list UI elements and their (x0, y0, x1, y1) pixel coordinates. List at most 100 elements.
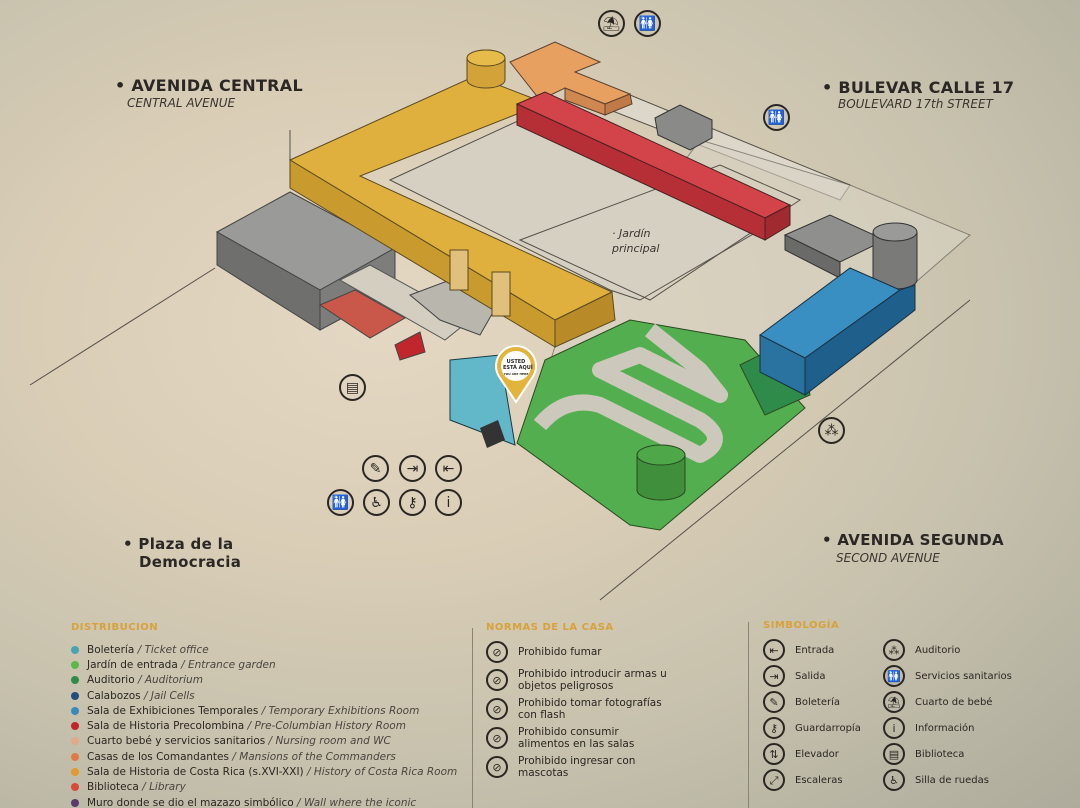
ticket-icon: ✎ (362, 455, 389, 482)
separator: / (244, 720, 255, 733)
divider (748, 622, 749, 808)
legend-item-es: Biblioteca (87, 781, 139, 794)
you-are-here-pin (495, 345, 537, 404)
auditorium-icon: ⁂ (883, 639, 905, 661)
street-bulevar-label: • BULEVAR CALLE 17 (822, 78, 1015, 97)
baby-changing-icon: ⛱ (598, 10, 625, 37)
plaza-label-1: • Plaza de la (123, 535, 234, 553)
legend-item-es: Sala de Exhibiciones Temporales (87, 704, 259, 717)
rule-item: ⊘ Prohibido ingresar con mascotas (486, 755, 736, 779)
legend-rules: NORMAS DE LA CASA ⊘Prohibido fumar⊘Prohi… (486, 622, 736, 779)
symbol-text: Escaleras (795, 774, 843, 786)
no-pets-icon: ⊘ (486, 756, 508, 778)
library-icon: ▤ (883, 743, 905, 765)
building-precolumbian (515, 91, 792, 241)
symbol-text: Entrada (795, 644, 835, 656)
key-icon: ⚷ (399, 489, 426, 516)
legend-item-es: Jardín de entrada (87, 658, 178, 671)
restroom-icon: 🚻 (763, 104, 790, 131)
legend-item: Sala de Historia de Costa Rica (s.XVI-XX… (71, 764, 466, 779)
legend-item-es: Calabozos (87, 689, 141, 702)
elevator-icon: ⇅ (763, 743, 785, 765)
garden-label-2: principal (612, 242, 660, 255)
library-icon: ▤ (339, 374, 366, 401)
separator: / (303, 766, 314, 779)
restroom-icon: 🚻 (634, 10, 661, 37)
plaza-label-2: Democracia (139, 553, 242, 571)
color-dot (71, 798, 79, 807)
legend-item-es: Sala de Historia Precolombina (87, 720, 245, 733)
no-flash-icon: ⊘ (486, 698, 508, 720)
building-gray-right (783, 214, 918, 290)
color-dot (71, 722, 79, 731)
symbol-item: ⛱Cuarto de bebé (883, 689, 1012, 715)
color-dot (71, 737, 79, 746)
legend-item-en: Wall where the iconic (303, 796, 417, 808)
rule-item: ⊘Prohibido fumar (486, 641, 736, 663)
symbol-item: i Información (883, 715, 1012, 741)
legend-item-en: Auditorium (144, 674, 203, 687)
symbol-text: Servicios sanitarios (915, 670, 1012, 682)
color-dot (71, 768, 79, 777)
street-bulevar-en: BOULEVARD 17th STREET (838, 97, 993, 111)
legend-item: Jardín de entrada / Entrance garden (71, 657, 466, 672)
baby-changing-icon: ⛱ (883, 691, 905, 713)
legend-item-es: Casas de los Comandantes (87, 750, 229, 763)
symbol-item: ⚷Guardarropía (763, 715, 861, 741)
street-central-en: CENTRAL AVENUE (127, 96, 236, 110)
legend-item-es: Cuarto bebé y servicios sanitarios (87, 735, 266, 748)
info-icon: i (883, 717, 905, 739)
building-costa-rica-history (288, 49, 616, 348)
rule-text: Prohibido introducir armas u objetos pel… (518, 668, 667, 692)
divider (472, 628, 473, 808)
symbol-text: Biblioteca (915, 748, 965, 760)
color-dot (71, 660, 79, 669)
restroom-icon: 🚻 (327, 489, 354, 516)
rule-item: ⊘Prohibido tomar fotografías con flash (486, 697, 736, 721)
rule-text: Prohibido consumir alimentos en las sala… (518, 726, 635, 750)
legend-item-en: Entrance garden (188, 658, 276, 671)
street-segunda-en: SECOND AVENUE (836, 551, 940, 565)
distribution-title: DISTRIBUCIÓN (71, 622, 159, 633)
legend-item: Cuarto bebé y servicios sanitarios / Nur… (71, 734, 466, 749)
symbol-item: ⇅ Elevador (763, 741, 859, 767)
separator: / (258, 704, 269, 717)
color-dot (71, 783, 79, 792)
legend-item: Casas de los Comandantes / Mansions of t… (71, 749, 466, 764)
legend-item: Biblioteca / Library (71, 780, 466, 795)
separator: / (140, 689, 151, 702)
no-food-icon: ⊘ (486, 727, 508, 749)
key-icon: ⚷ (763, 717, 785, 739)
color-dot (71, 691, 79, 700)
auditorium-icon: ⁂ (818, 417, 845, 444)
museum-floor-map (29, 41, 971, 601)
you-are-here-label: USTED ESTÁ AQUÍ YOU ARE HERE (503, 359, 533, 376)
symbol-text: Salida (795, 670, 826, 682)
restroom-icon: 🚻 (883, 665, 905, 687)
symbol-text: Elevador (795, 748, 839, 760)
symbol-text: Silla de ruedas (915, 774, 989, 786)
rule-text: Prohibido ingresar con mascotas (518, 755, 636, 779)
legend-item-es: Sala de Historia de Costa Rica (s.XVI-XX… (87, 766, 304, 779)
legend-item: Sala de Historia Precolombina / Pre-Colu… (71, 718, 466, 733)
garden-label-1: · Jardín (612, 227, 651, 240)
symbol-text: Auditorio (915, 644, 961, 656)
symbol-text: Información (915, 722, 975, 734)
separator: / (293, 796, 304, 808)
legend-item-en: Nursing room and WC (275, 735, 391, 748)
separator: / (228, 750, 240, 763)
wheelchair-icon: ♿ (883, 769, 905, 791)
color-dot (71, 645, 79, 654)
legend-item: Boletería / Ticket office (71, 642, 466, 657)
symbol-text: Boletería (795, 696, 840, 708)
wheelchair-icon: ♿ (363, 489, 390, 516)
rule-item: ⊘Prohibido introducir armas u objetos pe… (486, 668, 736, 692)
color-dot (71, 676, 79, 685)
color-dot (71, 752, 79, 761)
symbol-item: ⇤Entrada (763, 637, 859, 663)
legend-item: Auditorio / Auditorium (71, 673, 466, 688)
symbol-item: 🚻 Servicios sanitarios (883, 663, 1012, 689)
legend-item-en: Jail Cells (150, 689, 195, 702)
legend-item: Sala de Exhibiciones Temporales / Tempor… (71, 703, 466, 718)
